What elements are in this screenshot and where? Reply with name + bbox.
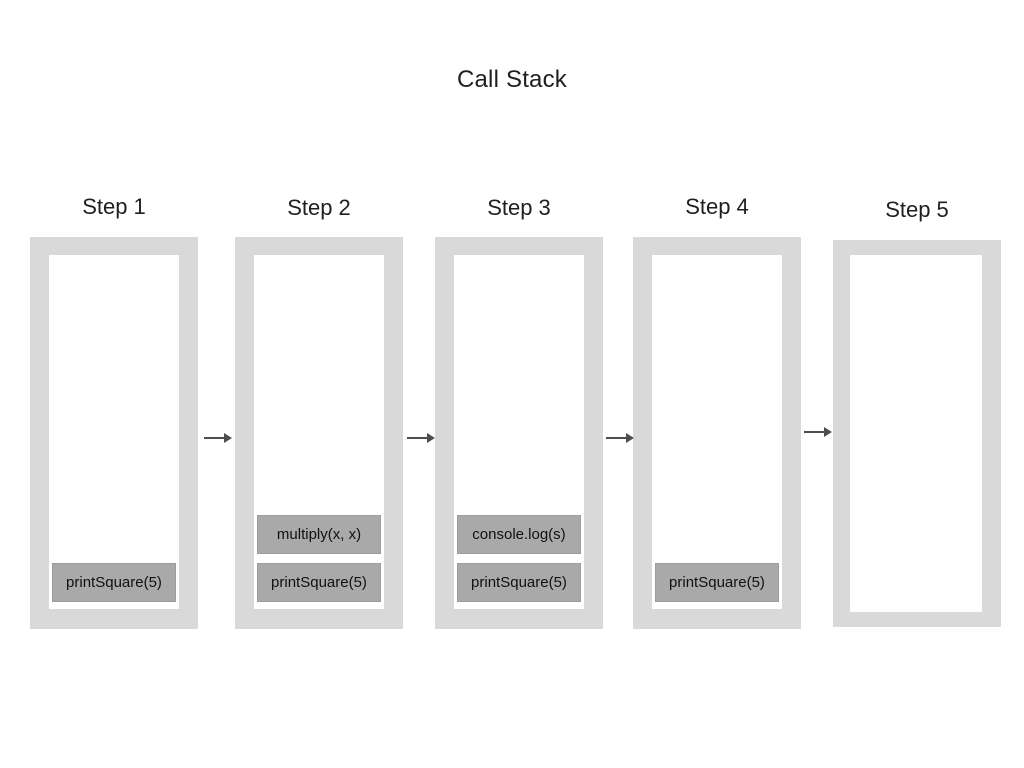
step-4-stack: printSquare(5) [633, 237, 801, 629]
step-4-label: Step 4 [685, 194, 749, 219]
stack-frame: multiply(x, x) [257, 515, 381, 554]
stack-frame: printSquare(5) [257, 563, 381, 602]
stack-frame: console.log(s) [457, 515, 581, 554]
step-3-stack: console.log(s) printSquare(5) [435, 237, 603, 629]
step-3-label: Step 3 [487, 195, 551, 220]
step-3-stack-area: console.log(s) printSquare(5) [454, 255, 584, 609]
step-2-label: Step 2 [287, 195, 351, 220]
right-arrow-icon [804, 426, 832, 438]
right-arrow-icon [606, 432, 634, 444]
stack-frame: printSquare(5) [457, 563, 581, 602]
step-5-label: Step 5 [885, 197, 949, 222]
step-4-stack-area: printSquare(5) [652, 255, 782, 609]
step-5-stack [833, 240, 1001, 627]
diagram-title: Call Stack [456, 66, 568, 93]
stack-frame: printSquare(5) [52, 563, 176, 602]
step-1-stack: printSquare(5) [30, 237, 198, 629]
step-2-stack-area: multiply(x, x) printSquare(5) [254, 255, 384, 609]
step-5-stack-area [850, 255, 982, 612]
stack-frame: printSquare(5) [655, 563, 779, 602]
step-1-label: Step 1 [82, 194, 146, 219]
right-arrow-icon [204, 432, 232, 444]
step-1-stack-area: printSquare(5) [49, 255, 179, 609]
right-arrow-icon [407, 432, 435, 444]
step-2-stack: multiply(x, x) printSquare(5) [235, 237, 403, 629]
